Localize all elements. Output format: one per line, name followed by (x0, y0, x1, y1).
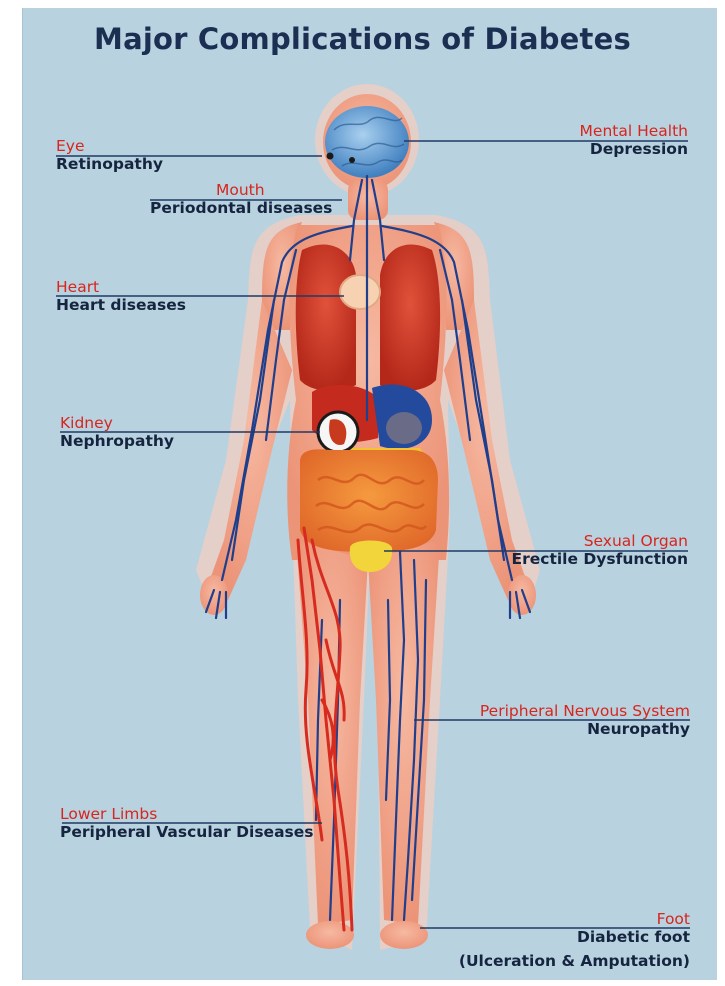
organ-pns: Peripheral Nervous System (480, 702, 690, 720)
organ-foot: Foot (459, 910, 690, 928)
condition-heart-diseases: Heart diseases (56, 296, 186, 314)
organ-eye: Eye (56, 137, 163, 155)
heart-organ (340, 275, 380, 309)
condition-nephropathy: Nephropathy (60, 432, 174, 450)
label-foot: Foot Diabetic foot (Ulceration & Amputat… (459, 910, 690, 970)
intestines (300, 449, 438, 552)
label-lower-limbs: Lower Limbs Peripheral Vascular Diseases (60, 805, 314, 841)
label-kidney: Kidney Nephropathy (60, 414, 174, 450)
organ-lower-limbs: Lower Limbs (60, 805, 314, 823)
label-sexual-organ: Sexual Organ Erectile Dysfunction (512, 532, 688, 568)
organ-mental-health: Mental Health (580, 122, 688, 140)
condition-erectile-dysfunction: Erectile Dysfunction (512, 550, 688, 568)
label-mental-health: Mental Health Depression (580, 122, 688, 158)
organ-heart: Heart (56, 278, 186, 296)
condition-ulceration-amputation: (Ulceration & Amputation) (459, 952, 690, 970)
label-peripheral-nervous-system: Peripheral Nervous System Neuropathy (480, 702, 690, 738)
condition-retinopathy: Retinopathy (56, 155, 163, 173)
organ-mouth: Mouth (150, 181, 332, 199)
organ-kidney: Kidney (60, 414, 174, 432)
label-heart: Heart Heart diseases (56, 278, 186, 314)
condition-periodontal: Periodontal diseases (150, 199, 332, 217)
label-eye: Eye Retinopathy (56, 137, 163, 173)
organ-sexual-organ: Sexual Organ (512, 532, 688, 550)
brain (325, 106, 409, 178)
condition-diabetic-foot: Diabetic foot (459, 928, 690, 946)
condition-peripheral-vascular: Peripheral Vascular Diseases (60, 823, 314, 841)
condition-neuropathy: Neuropathy (480, 720, 690, 738)
eye-marker (327, 153, 334, 160)
condition-depression: Depression (580, 140, 688, 158)
label-mouth: Mouth Periodontal diseases (150, 181, 332, 217)
